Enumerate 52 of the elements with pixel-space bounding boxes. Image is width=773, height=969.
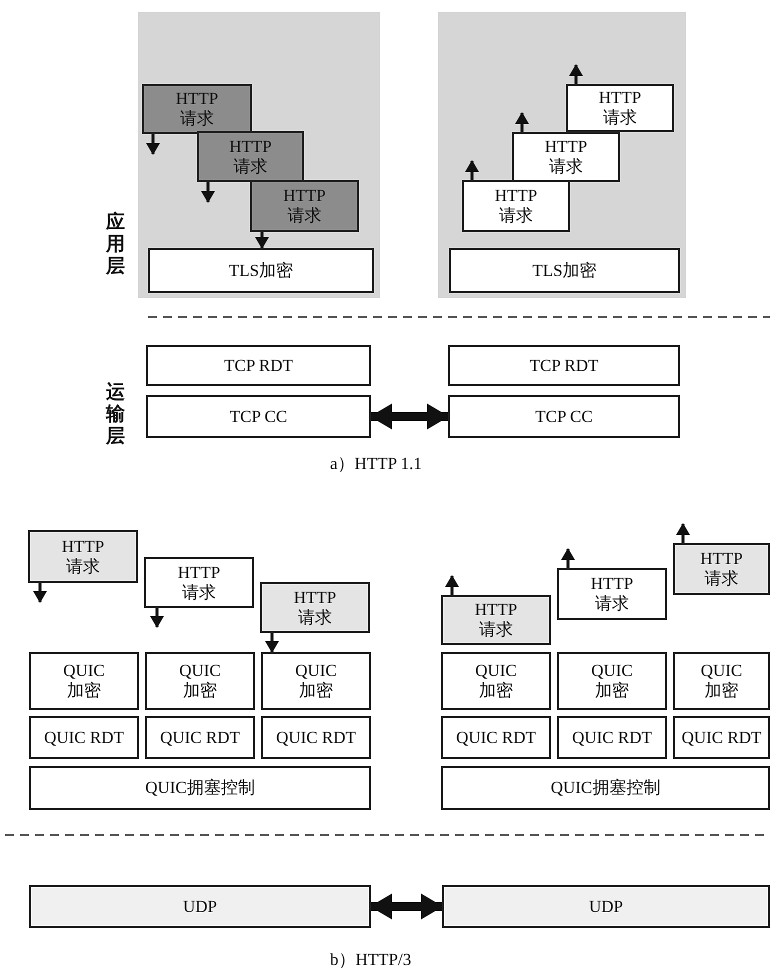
layer-box: QUIC RDT [29, 716, 139, 759]
request-box: HTTP请求 [144, 557, 254, 608]
layer-box: QUIC加密 [261, 652, 371, 710]
layer-label: 应用层 [106, 212, 125, 278]
layer-box: TLS加密 [449, 248, 680, 293]
layer-box: QUIC RDT [145, 716, 255, 759]
layer-box: TLS加密 [148, 248, 374, 293]
layer-box: TCP CC [146, 395, 371, 438]
figure-caption: b）HTTP/3 [330, 949, 412, 969]
layer-box: QUIC加密 [29, 652, 139, 710]
double-arrow [370, 894, 443, 920]
layer-box: QUIC加密 [557, 652, 667, 710]
request-box: HTTP请求 [566, 84, 674, 132]
layer-box: QUIC加密 [441, 652, 551, 710]
request-box: HTTP请求 [197, 131, 304, 182]
request-box: HTTP请求 [673, 543, 770, 595]
layer-box: QUIC RDT [673, 716, 770, 759]
layer-box: UDP [29, 885, 371, 928]
layer-label: 运输层 [106, 382, 125, 448]
layer-box: QUIC加密 [145, 652, 255, 710]
layer-box: QUIC拥塞控制 [441, 766, 770, 810]
layer-box: TCP CC [448, 395, 680, 438]
layer-box: QUIC拥塞控制 [29, 766, 371, 810]
arrow [561, 548, 575, 568]
arrow [569, 64, 583, 84]
figure-caption: a）HTTP 1.1 [330, 453, 422, 475]
arrow [255, 232, 269, 249]
request-box: HTTP请求 [260, 582, 370, 633]
request-box: HTTP请求 [250, 180, 359, 232]
layer-box: QUIC RDT [261, 716, 371, 759]
layer-box: TCP RDT [448, 345, 680, 386]
arrow [201, 182, 215, 203]
arrow [465, 160, 479, 180]
request-box: HTTP请求 [462, 180, 570, 232]
arrow [33, 583, 47, 603]
layer-box: UDP [442, 885, 770, 928]
arrow [676, 523, 690, 543]
double-arrow [370, 404, 449, 430]
arrow [150, 608, 164, 628]
arrow [265, 633, 279, 653]
request-box: HTTP请求 [28, 530, 138, 583]
layer-box: QUIC RDT [557, 716, 667, 759]
layer-box: QUIC RDT [441, 716, 551, 759]
layer-box: TCP RDT [146, 345, 371, 386]
request-box: HTTP请求 [512, 132, 620, 182]
arrow [445, 575, 459, 595]
request-box: HTTP请求 [441, 595, 551, 645]
arrow [515, 112, 529, 132]
request-box: HTTP请求 [557, 568, 667, 620]
request-box: HTTP请求 [142, 84, 252, 134]
layer-box: QUIC加密 [673, 652, 770, 710]
arrow [146, 134, 160, 155]
